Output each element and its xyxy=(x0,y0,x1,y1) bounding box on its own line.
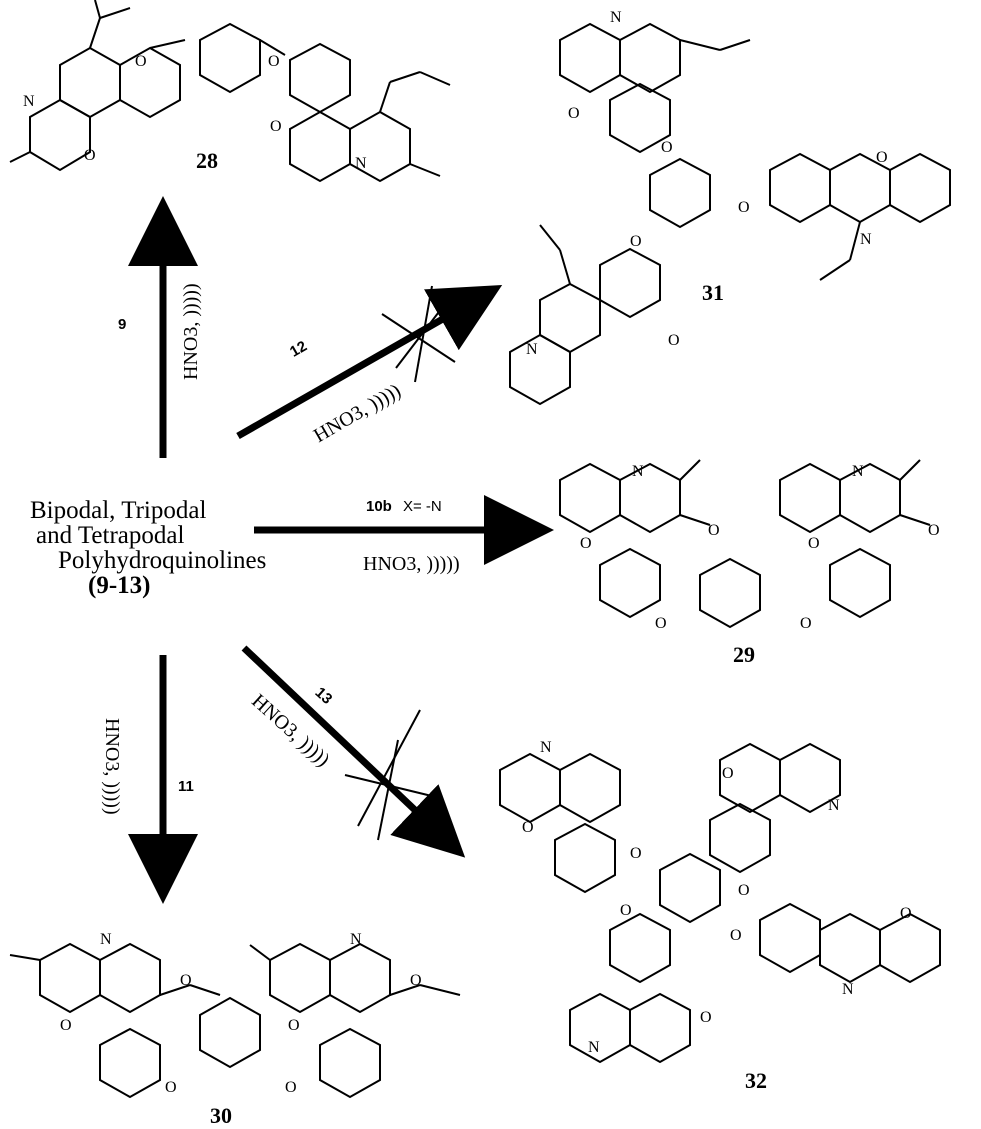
atom-n: N xyxy=(100,931,112,948)
crossed-out-mark-downright xyxy=(344,709,441,841)
molecule-28 xyxy=(9,0,451,183)
atom-o: O xyxy=(180,972,192,989)
arrow-down-right xyxy=(241,645,466,858)
atom-n: N xyxy=(23,93,35,110)
condition-label-down: HNO3, ))))) xyxy=(101,718,123,815)
atom-n: N xyxy=(860,231,872,248)
atom-o: O xyxy=(738,199,750,216)
substrate-line-1: Bipodal, Tripodal xyxy=(30,497,207,524)
product-number-30: 30 xyxy=(210,1103,232,1128)
step-label-9: 9 xyxy=(118,316,127,333)
atom-n: N xyxy=(526,341,538,358)
atom-o: O xyxy=(928,522,940,539)
atom-n: N xyxy=(588,1039,600,1056)
substrate-label: Bipodal, Tripodal and Tetrapodal Polyhyd… xyxy=(30,498,270,598)
molecule-30 xyxy=(9,942,461,1099)
arrow-up-right xyxy=(236,285,503,440)
atom-o: O xyxy=(580,535,592,552)
substrate-line-4: (9-13) xyxy=(88,572,151,599)
atom-o: O xyxy=(268,53,280,70)
atom-o: O xyxy=(668,332,680,349)
molecule-29 xyxy=(559,459,931,629)
atom-o: O xyxy=(700,1009,712,1026)
atom-n: N xyxy=(540,739,552,756)
atom-o: O xyxy=(568,105,580,122)
step-label-11: 11 xyxy=(178,778,194,795)
atom-o: O xyxy=(738,882,750,899)
atom-o: O xyxy=(285,1079,297,1096)
condition-label-up: HNO3, ))))) xyxy=(180,283,202,380)
atom-o: O xyxy=(661,139,673,156)
atom-n: N xyxy=(852,463,864,480)
substrate-line-3: Polyhydroquinolines xyxy=(58,547,267,574)
atom-n: N xyxy=(355,155,367,172)
atom-o: O xyxy=(522,819,534,836)
atom-o: O xyxy=(84,147,96,164)
atom-o: O xyxy=(722,765,734,782)
atom-o: O xyxy=(630,233,642,250)
atom-o: O xyxy=(60,1017,72,1034)
atom-o: O xyxy=(730,927,742,944)
substrate-line-2: and Tetrapodal xyxy=(36,522,185,549)
molecule-31 xyxy=(509,22,951,406)
atom-o: O xyxy=(620,902,632,919)
atom-o: O xyxy=(800,615,812,632)
atom-n: N xyxy=(828,797,840,814)
crossed-out-mark-upright xyxy=(381,285,456,383)
condition-label-right: HNO3, ))))) xyxy=(363,553,460,575)
step-extra-10b: X= -N xyxy=(403,498,442,515)
atom-o: O xyxy=(876,149,888,166)
product-number-28: 28 xyxy=(196,148,218,173)
molecule-32 xyxy=(499,742,941,1064)
atom-n: N xyxy=(350,931,362,948)
atom-n: N xyxy=(610,9,622,26)
atom-o: O xyxy=(165,1079,177,1096)
atom-o: O xyxy=(655,615,667,632)
atom-o: O xyxy=(288,1017,300,1034)
atom-o: O xyxy=(900,905,912,922)
atom-o: O xyxy=(270,118,282,135)
atom-o: O xyxy=(410,972,422,989)
product-number-29: 29 xyxy=(733,642,755,667)
product-number-32: 32 xyxy=(745,1068,767,1093)
atom-n: N xyxy=(842,981,854,998)
atom-o: O xyxy=(135,53,147,70)
atom-o: O xyxy=(808,535,820,552)
atom-o: O xyxy=(708,522,720,539)
product-number-31: 31 xyxy=(702,280,724,305)
atom-o: O xyxy=(630,845,642,862)
step-label-10b: 10b xyxy=(366,498,392,515)
atom-n: N xyxy=(632,463,644,480)
